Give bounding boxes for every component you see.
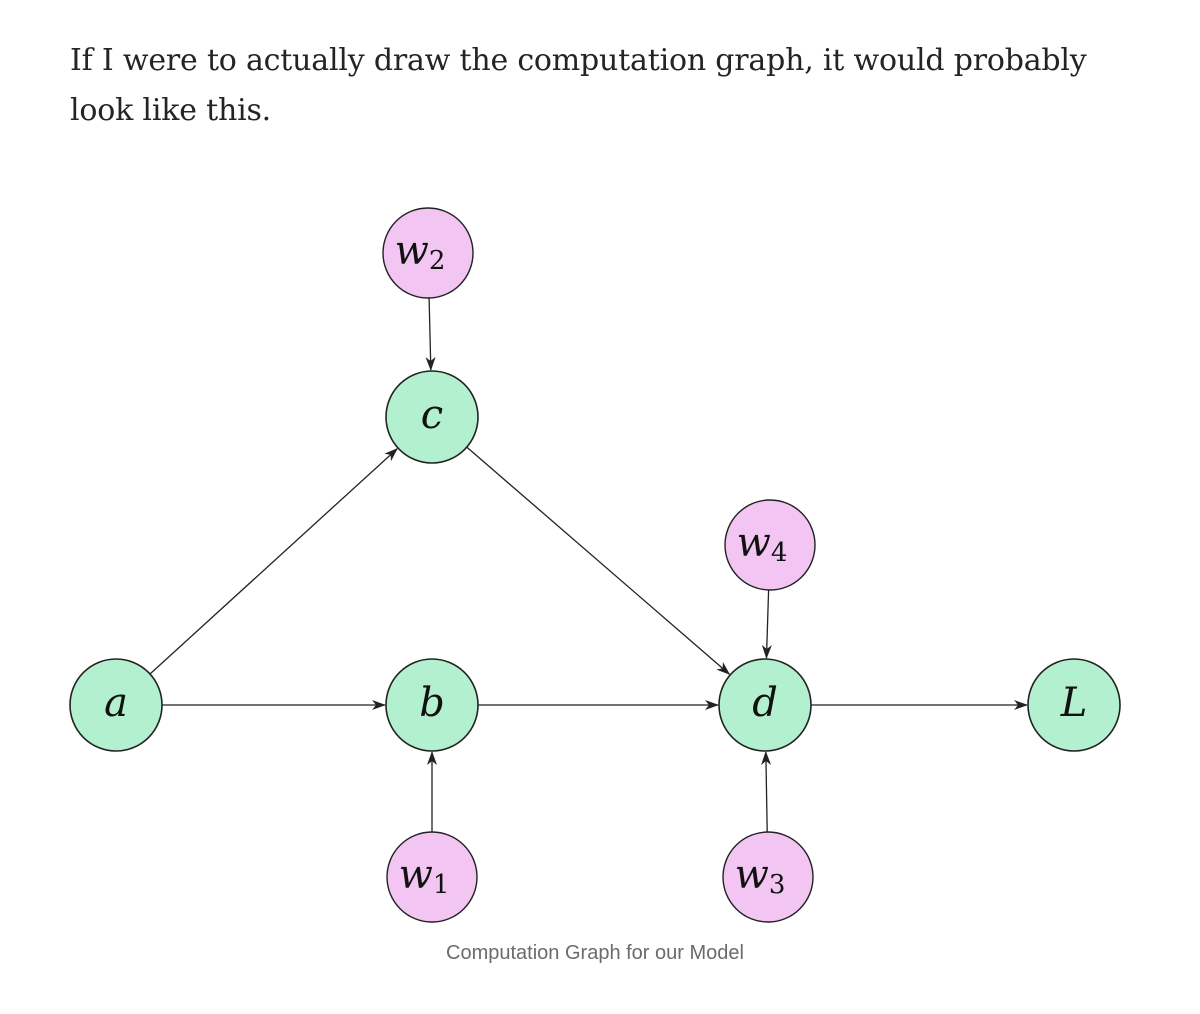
node-w1-circle: [386, 831, 478, 923]
node-c-label: c: [421, 392, 443, 438]
edges-layer: [149, 297, 1028, 833]
node-w4-circle: [724, 499, 816, 591]
node-w2: w2: [382, 207, 474, 299]
edge-w4-to-d: [761, 589, 772, 660]
node-w3-label: w3: [735, 852, 786, 900]
node-a-label: a: [104, 680, 128, 726]
edge-w2-to-c: [425, 297, 436, 372]
node-c-circle: [385, 370, 479, 464]
node-L-label: L: [1060, 680, 1088, 726]
node-w2-label: w2: [395, 228, 446, 276]
node-L: L: [1027, 658, 1121, 752]
node-w2-subscript: 2: [429, 246, 446, 276]
nodes-layer: a b c d Lw1 w2 w3 w4: [69, 207, 1121, 923]
edge-c-to-d: [466, 446, 731, 675]
node-w3: w3: [722, 831, 814, 923]
node-w4-label: w4: [737, 520, 788, 568]
node-d-circle: [718, 658, 812, 752]
edge-a-to-c: [149, 447, 399, 675]
node-a-circle: [69, 658, 163, 752]
node-w2-circle: [382, 207, 474, 299]
figure-caption: Computation Graph for our Model: [446, 942, 744, 964]
node-b-circle: [385, 658, 479, 752]
node-w3-subscript: 3: [769, 870, 786, 900]
node-c: c: [385, 370, 479, 464]
edge-w3-to-d: [761, 750, 772, 833]
node-d: d: [718, 658, 812, 752]
node-w4: w4: [724, 499, 816, 591]
node-w3-circle: [722, 831, 814, 923]
node-b: b: [385, 658, 479, 752]
node-L-circle: [1027, 658, 1121, 752]
article-paragraph: If I were to actually draw the computati…: [70, 43, 1087, 128]
node-b-label: b: [419, 680, 445, 726]
node-w1-subscript: 1: [433, 870, 450, 900]
node-w4-subscript: 4: [771, 538, 788, 568]
node-w1: w1: [386, 831, 478, 923]
node-d-label: d: [752, 680, 778, 726]
node-w1-label: w1: [399, 852, 450, 900]
node-a: a: [69, 658, 163, 752]
